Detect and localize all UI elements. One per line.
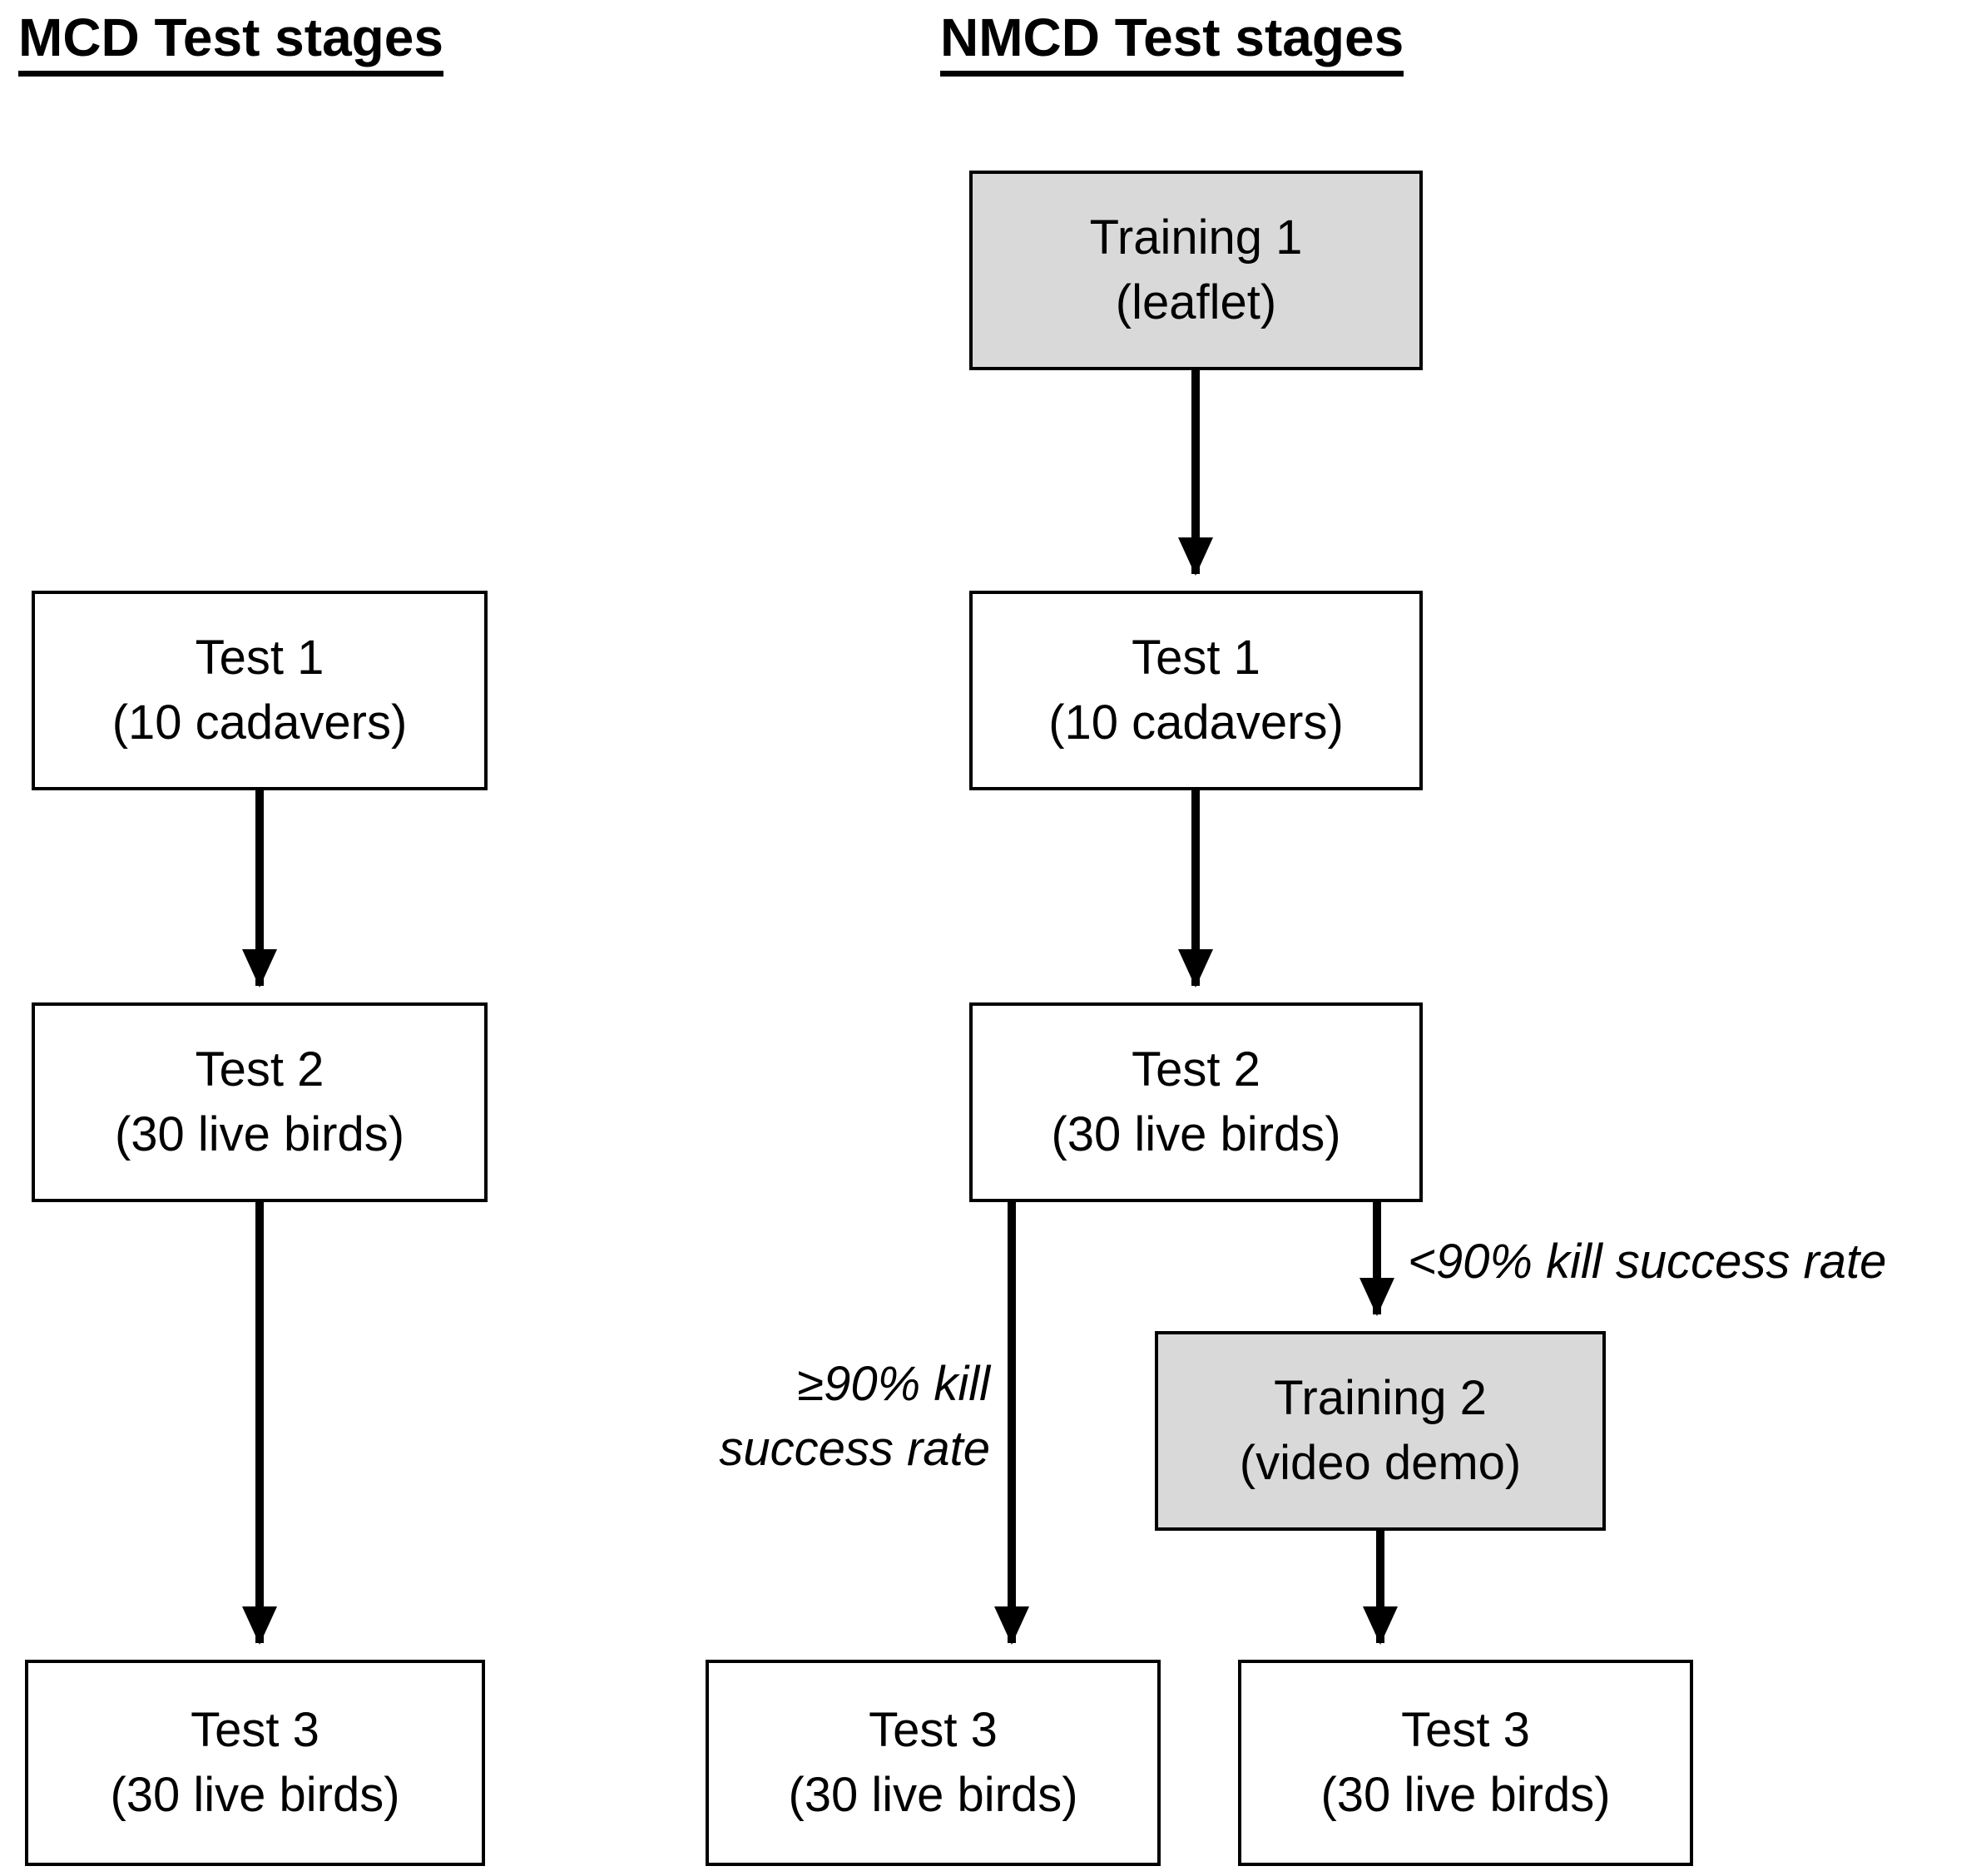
edge-label-lt90: <90% kill success rate bbox=[1408, 1235, 1887, 1289]
edge-label-line: success rate bbox=[719, 1422, 990, 1476]
box-title: Test 3 bbox=[869, 1703, 998, 1757]
box-subtitle: (10 cadavers) bbox=[1048, 695, 1344, 750]
box-subtitle: (30 live birds) bbox=[114, 1107, 405, 1161]
flow-box-nmcd-test2: Test 2 (30 live birds) bbox=[969, 1002, 1423, 1202]
flow-box-nmcd-test3-left: Test 3 (30 live birds) bbox=[706, 1660, 1161, 1866]
flow-box-nmcd-test1: Test 1 (10 cadavers) bbox=[969, 591, 1423, 790]
box-subtitle: (30 live birds) bbox=[1320, 1768, 1611, 1822]
mcd-column-title: MCD Test stages bbox=[18, 8, 443, 77]
box-title: Test 2 bbox=[195, 1042, 324, 1096]
box-title: Test 1 bbox=[1132, 631, 1260, 685]
flow-box-nmcd-training1: Training 1 (leaflet) bbox=[969, 171, 1423, 370]
box-title: Test 2 bbox=[1132, 1042, 1260, 1096]
box-subtitle: (30 live birds) bbox=[1051, 1107, 1341, 1161]
box-title: Test 3 bbox=[191, 1703, 319, 1757]
box-title: Test 3 bbox=[1401, 1703, 1530, 1757]
box-subtitle: (10 cadavers) bbox=[111, 695, 408, 750]
box-subtitle: (30 live birds) bbox=[110, 1768, 400, 1822]
nmcd-column-title: NMCD Test stages bbox=[940, 8, 1404, 77]
flow-box-mcd-test2: Test 2 (30 live birds) bbox=[32, 1002, 488, 1202]
box-title: Test 1 bbox=[195, 631, 324, 685]
box-title: Training 1 bbox=[1089, 210, 1303, 265]
edge-label-ge90: ≥90% kill success rate bbox=[616, 1352, 990, 1482]
box-subtitle: (leaflet) bbox=[1115, 275, 1277, 329]
flow-box-mcd-test1: Test 1 (10 cadavers) bbox=[32, 591, 488, 790]
box-subtitle: (video demo) bbox=[1239, 1436, 1522, 1490]
flow-box-nmcd-test3-right: Test 3 (30 live birds) bbox=[1238, 1660, 1693, 1866]
box-title: Training 2 bbox=[1274, 1371, 1487, 1425]
edge-label-line: ≥90% kill bbox=[797, 1357, 990, 1411]
flow-box-mcd-test3: Test 3 (30 live birds) bbox=[25, 1660, 485, 1866]
flow-box-nmcd-training2: Training 2 (video demo) bbox=[1155, 1331, 1606, 1531]
box-subtitle: (30 live birds) bbox=[788, 1768, 1078, 1822]
